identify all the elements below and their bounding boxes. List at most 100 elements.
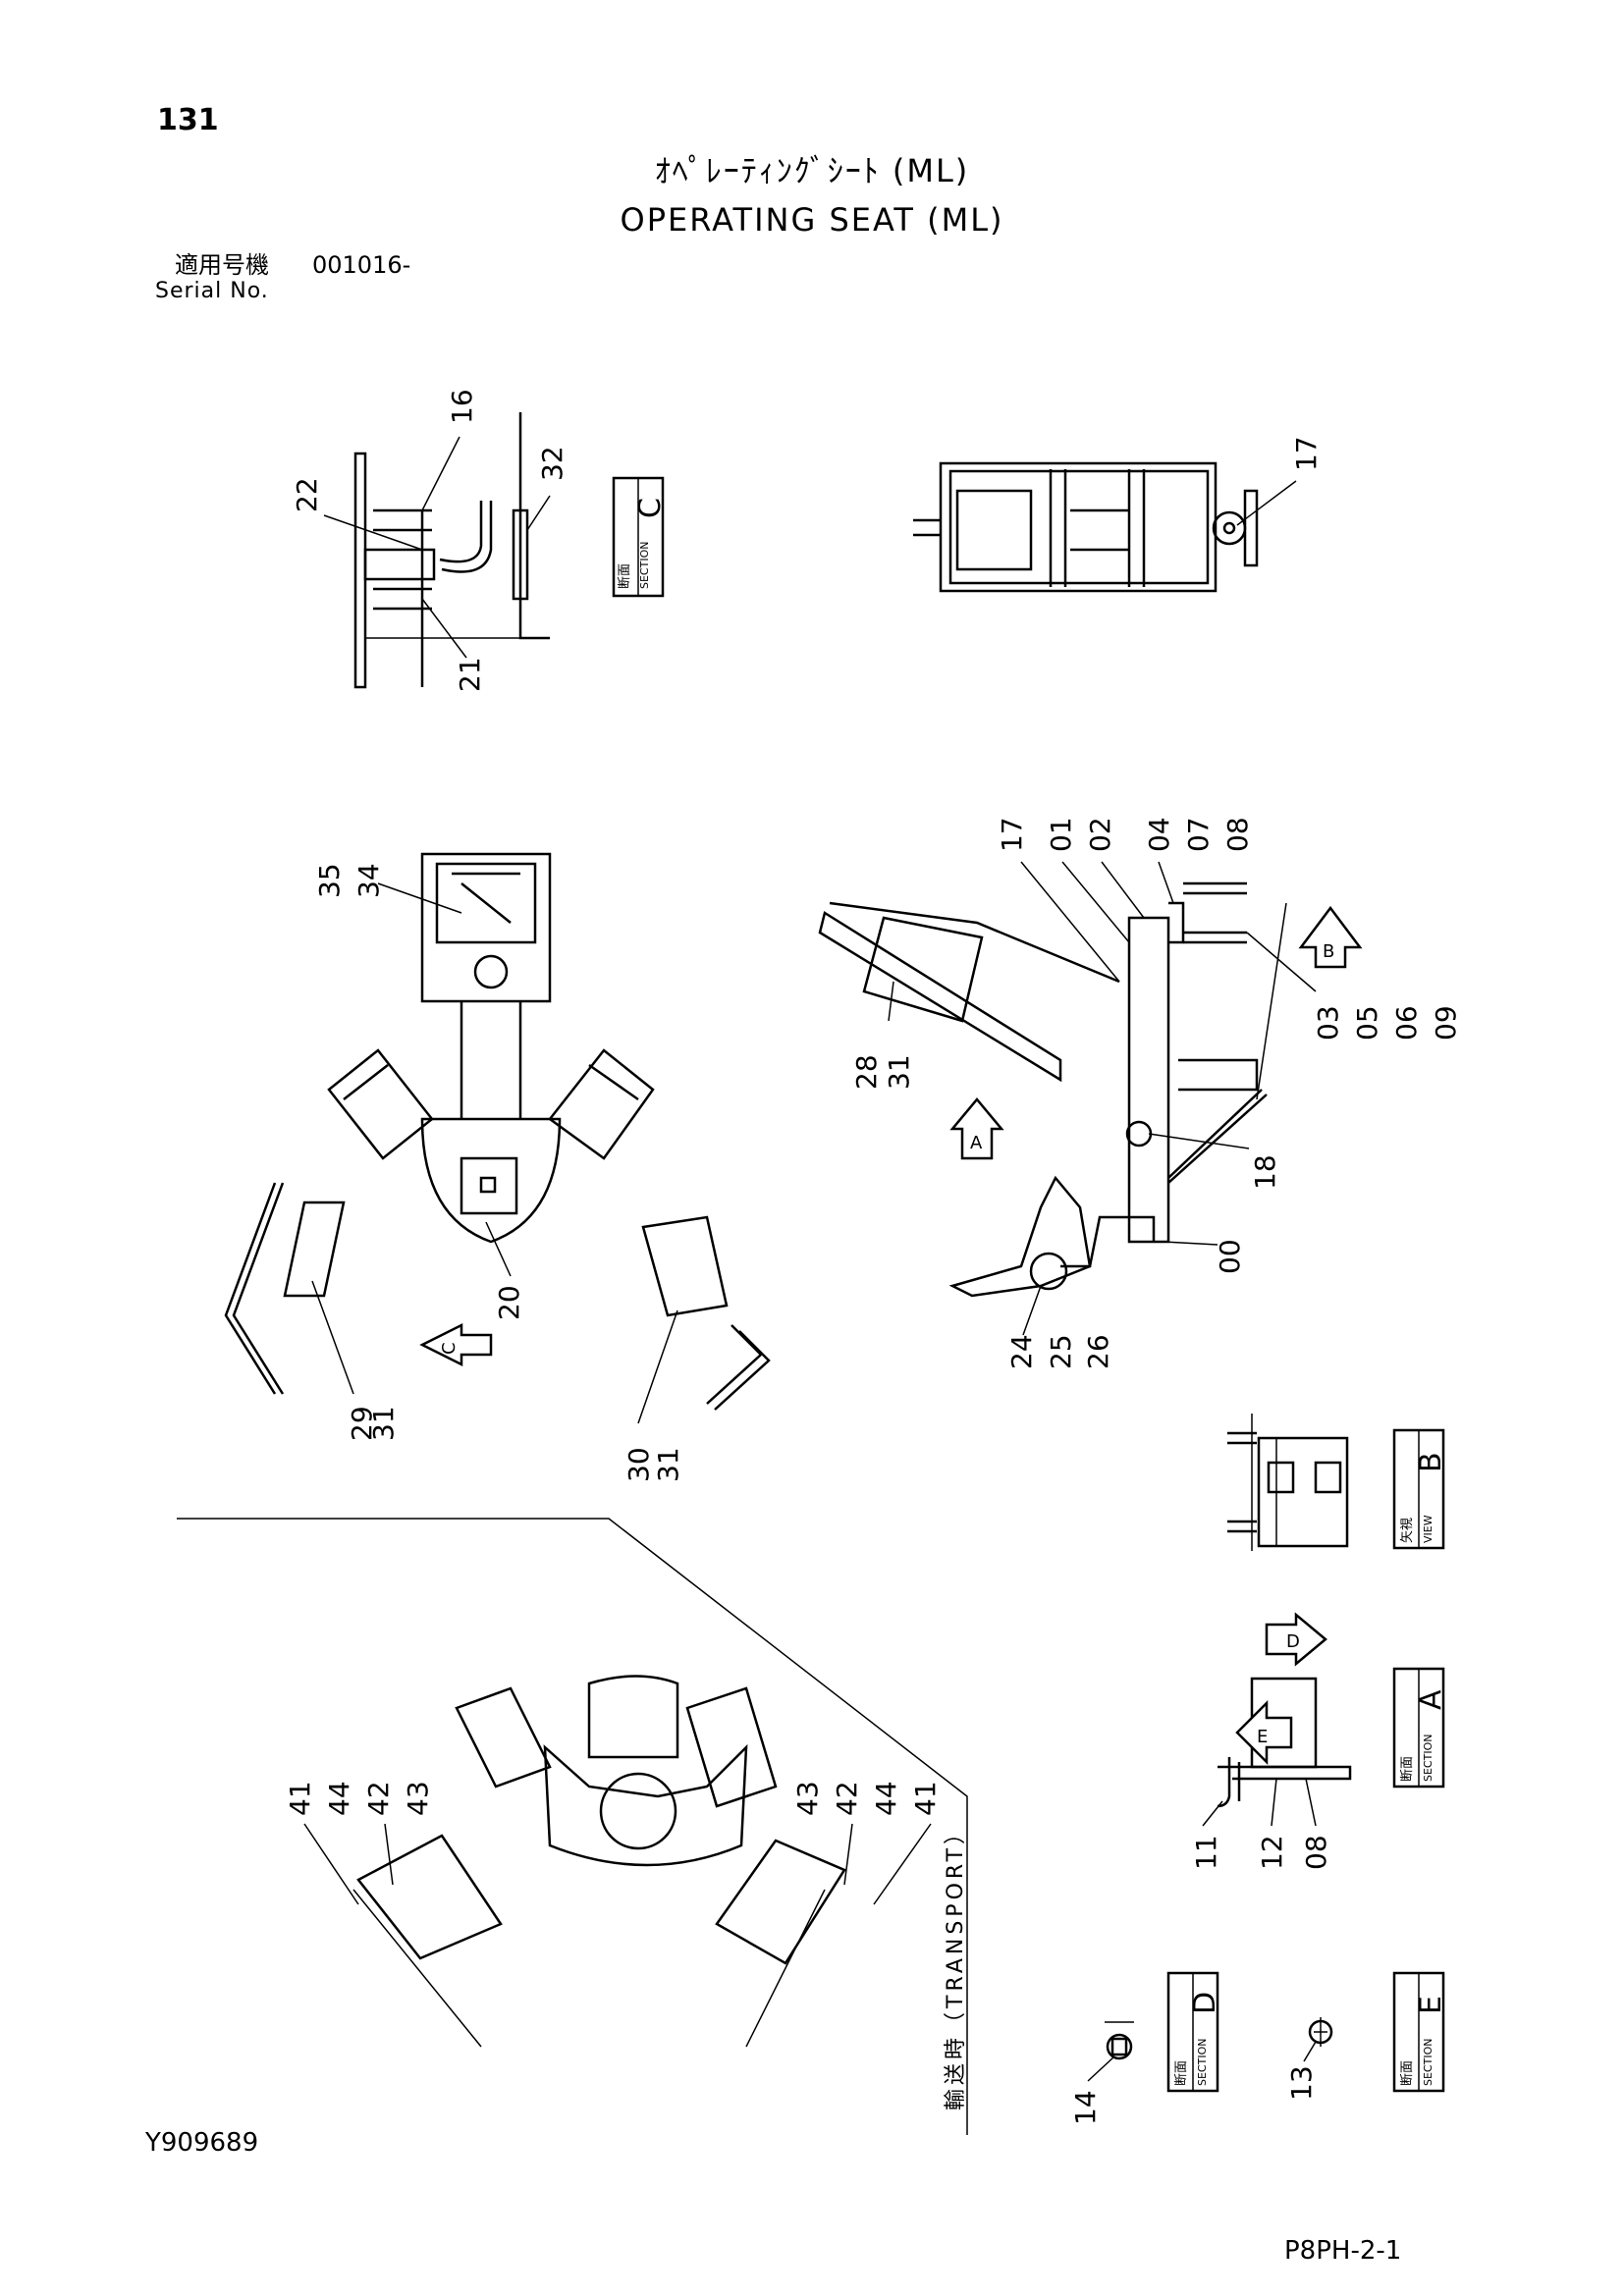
svg-text:A: A [1414,1689,1448,1710]
svg-text:SECTION: SECTION [1196,2039,1209,2086]
transport-label: 輸送時（TRANSPORT） [944,1819,968,2110]
callout-01: 01 [1045,817,1077,852]
callout-21: 21 [454,657,486,692]
leader-04 [1158,861,1174,904]
section-d-label-box: 断面 SECTION D [1166,1971,1222,2093]
svg-text:B: B [1414,1452,1448,1472]
svg-text:VIEW: VIEW [1422,1515,1435,1543]
leader-41-right [873,1823,932,1905]
section-e-detail [1308,2017,1333,2047]
callout-11: 11 [1190,1835,1222,1870]
leader-00 [1163,1241,1218,1246]
callout-35: 35 [313,863,346,898]
leader-03 [1246,932,1317,992]
callout-44-left: 44 [323,1781,355,1816]
leader-18 [1148,1133,1250,1149]
callout-09: 09 [1430,1005,1462,1041]
section-c-detail [353,412,550,689]
callout-12: 12 [1256,1835,1288,1870]
callout-17-side: 17 [996,817,1028,852]
page-number: 131 [157,103,219,137]
callout-26: 26 [1082,1334,1114,1369]
leader-32 [526,495,551,531]
leader-42-left [384,1823,394,1886]
svg-text:A: A [970,1133,983,1153]
callout-41-right: 41 [909,1781,942,1816]
callout-06: 06 [1390,1005,1423,1041]
leader-16 [421,436,460,511]
svg-text:E: E [1257,1727,1268,1747]
leader-42-right [843,1823,853,1886]
seat-top-view [327,852,655,1244]
left-armrest [224,1182,346,1395]
callout-02: 02 [1084,817,1116,852]
section-a-detail: E [1217,1677,1352,1808]
callout-43-right: 43 [791,1781,824,1816]
callout-31-a: 31 [367,1406,400,1441]
leader-41-left [303,1823,359,1905]
callout-07: 07 [1182,817,1215,852]
leader-13 [1303,2041,1317,2062]
serial-label-english: Serial No. [155,279,269,303]
svg-text:SECTION: SECTION [1422,2039,1435,2086]
leader-22 [323,514,423,551]
seat-side-view [818,881,1287,1298]
callout-30: 30 [623,1447,655,1482]
svg-text:断面: 断面 [1400,2060,1415,2086]
svg-text:SECTION: SECTION [638,542,651,589]
callout-28: 28 [850,1054,883,1090]
serial-label-japanese: 適用号機 [175,251,269,279]
view-arrow-d: D [1265,1612,1327,1667]
sheet-code: P8PH-2-1 [1284,2236,1402,2266]
callout-34: 34 [352,863,385,898]
callout-08-b: 08 [1300,1835,1332,1870]
view-arrow-b: B [1298,905,1363,969]
svg-text:SECTION: SECTION [1422,1735,1435,1782]
leader-01 [1061,861,1130,943]
callout-43-left: 43 [402,1781,434,1816]
right-armrest [641,1215,771,1411]
title-japanese: ｵﾍﾟﾚｰﾃｨﾝｸﾞｼｰﾄ (ML) [654,152,970,189]
callout-32: 32 [536,446,568,481]
svg-text:断面: 断面 [1174,2060,1189,2086]
callout-42-left: 42 [362,1781,395,1816]
callout-41-left: 41 [284,1781,316,1816]
section-d-detail [1105,2021,1134,2060]
svg-text:B: B [1323,941,1334,962]
callout-20: 20 [493,1285,525,1320]
callout-03: 03 [1312,1005,1344,1041]
callout-29: 29 [346,1406,378,1441]
svg-text:矢視: 矢視 [1400,1518,1415,1543]
title-english: OPERATING SEAT (ML) [620,201,1004,239]
view-arrow-a: A [949,1097,1004,1160]
callout-18: 18 [1249,1154,1281,1190]
svg-text:C: C [439,1342,460,1355]
callout-04: 04 [1143,817,1175,852]
callout-31-c: 31 [883,1054,915,1090]
transport-view [177,1518,968,2135]
view-arrow-c: C [419,1322,493,1367]
callout-05: 05 [1351,1005,1383,1041]
view-b-label-box: 矢視 VIEW B [1392,1428,1448,1550]
view-b-detail [1227,1414,1349,1551]
leader-29 [311,1280,354,1395]
callout-44-right: 44 [870,1781,902,1816]
section-e-label-box: 断面 SECTION E [1392,1971,1448,2093]
svg-text:E: E [1414,1996,1448,2014]
callout-42-right: 42 [831,1781,863,1816]
section-a-label-box: 断面 SECTION A [1392,1667,1448,1789]
serial-value: 001016- [312,251,411,279]
seat-plan-view [913,461,1259,593]
section-c-label-box: 断面 SECTION C [612,476,668,598]
leader-17-side [1020,861,1120,983]
leader-21 [421,598,467,659]
svg-text:C: C [633,498,668,518]
callout-08-a: 08 [1221,817,1254,852]
document-code: Y909689 [145,2128,259,2158]
callout-14: 14 [1069,2090,1102,2125]
callout-31-b: 31 [652,1447,684,1482]
leader-12 [1271,1778,1277,1827]
callout-13: 13 [1285,2065,1318,2101]
leader-08-b [1305,1778,1317,1827]
